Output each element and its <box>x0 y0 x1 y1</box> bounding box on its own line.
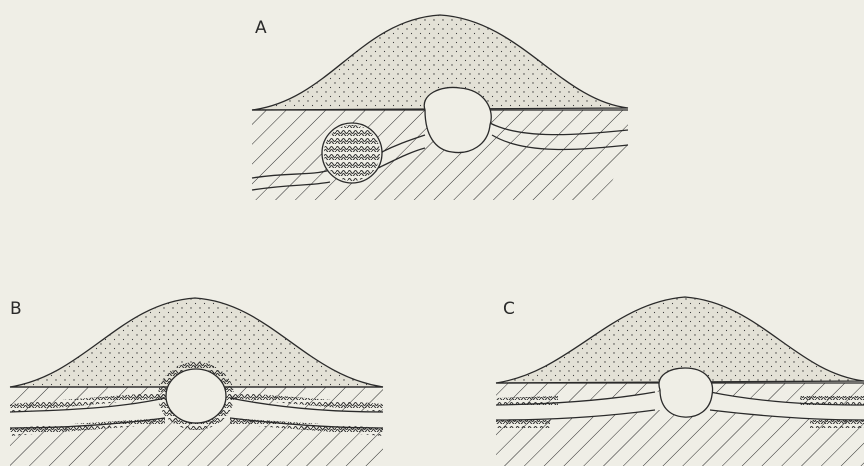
panel-b-chamber <box>166 369 226 423</box>
panel-b <box>10 298 383 466</box>
panel-a-empty-chamber <box>424 87 491 152</box>
panel-c-chamber <box>659 368 713 417</box>
panel-c <box>496 297 864 466</box>
panel-a <box>252 15 628 200</box>
